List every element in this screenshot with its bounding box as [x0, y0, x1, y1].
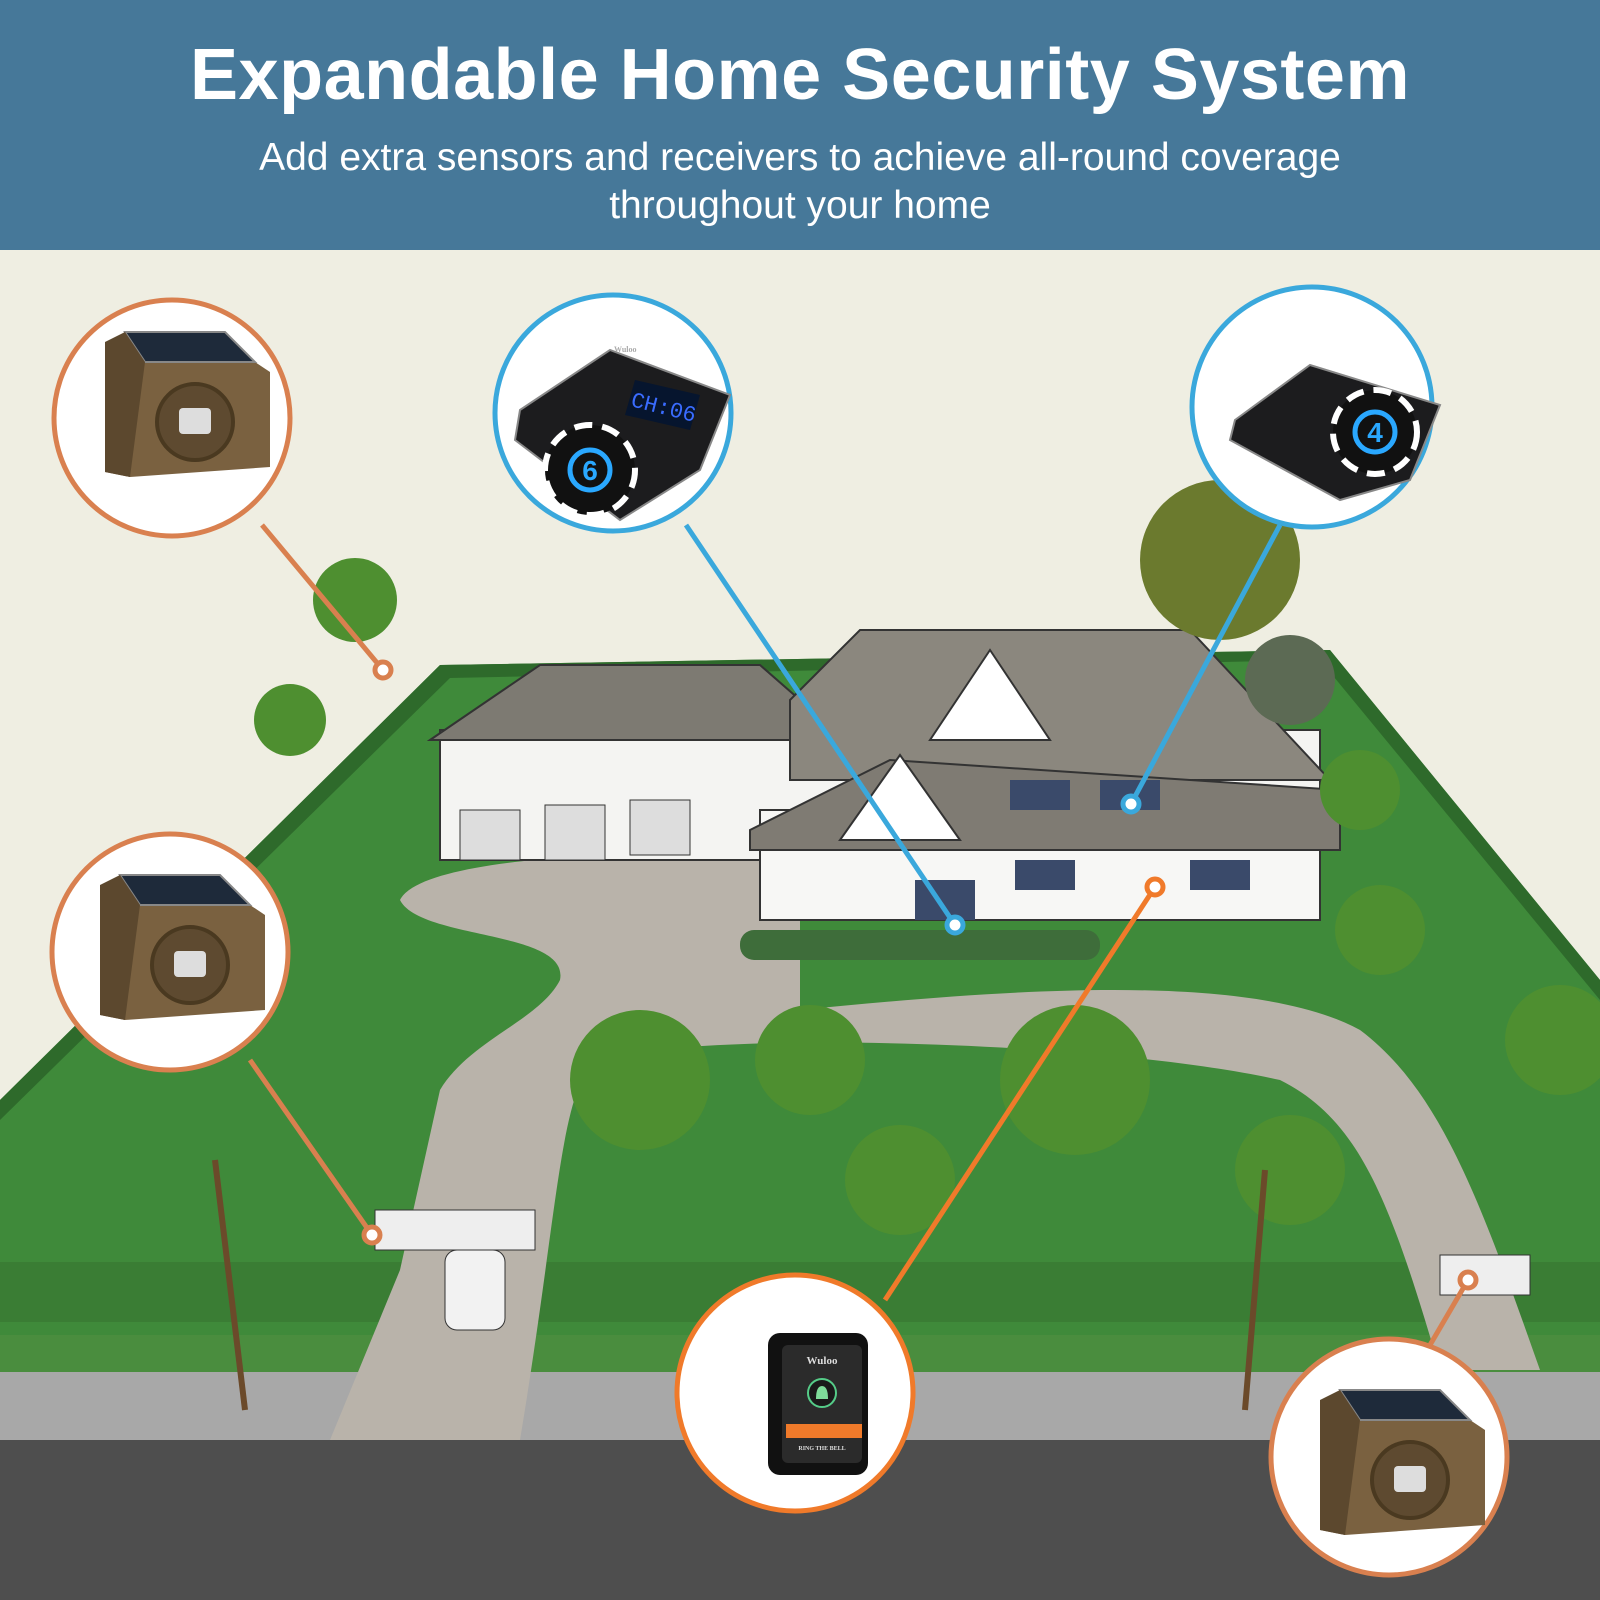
trees [254, 480, 1600, 1235]
connector-sensor-top-left [260, 523, 385, 672]
channel-badge-number: 6 [582, 455, 598, 486]
callout-receiver-right: 4 [1189, 284, 1442, 530]
connector-receiver-right [1128, 523, 1283, 806]
sensor-brand: Wuloo [187, 485, 224, 500]
house [426, 629, 1341, 960]
callout-sensor-mid-left: Wuloo [49, 831, 291, 1073]
side-gate [1439, 1254, 1531, 1296]
main-gate [374, 1209, 536, 1251]
callout-doorbell: Wuloo RING THE BELL [674, 1272, 916, 1514]
channel-badge-number: 4 [1367, 417, 1383, 448]
doorbell-label: RING THE BELL [798, 1446, 845, 1452]
utility-pole [212, 1159, 248, 1411]
driveway [330, 850, 1540, 1440]
doorbell-brand: Wuloo [807, 1355, 838, 1367]
car [444, 1249, 506, 1331]
location-markers [361, 659, 1479, 1291]
utility-pole [1242, 1169, 1268, 1411]
motion-sensor-icon [98, 873, 267, 1022]
connector-sensor-bottom-right [1427, 1278, 1471, 1347]
channel-badge [1330, 387, 1420, 477]
channel-badge [542, 422, 638, 518]
page-title: Expandable Home Security System [190, 35, 1410, 115]
connector-receiver-left [683, 523, 958, 927]
motion-sensor-icon [103, 330, 272, 479]
connector-sensor-mid-left [247, 1058, 375, 1237]
header-banner: Expandable Home Security System Add extr… [0, 0, 1600, 250]
property-illustration: Wuloo Wuloo Wuloo CH:06 Wuloo 6 4 [0, 284, 1600, 1600]
callout-sensor-bottom-right: Wuloo [1268, 1336, 1510, 1578]
callout-sensor-top-left: Wuloo [51, 297, 293, 539]
sensor-brand: Wuloo [1419, 1535, 1456, 1550]
callout-receiver-left: CH:06 Wuloo 6 [492, 292, 734, 534]
connector-doorbell [882, 885, 1158, 1302]
page-subtitle: Add extra sensors and receivers to achie… [259, 136, 1341, 227]
sensor-brand: Wuloo [175, 1034, 212, 1049]
receiver-brand: Wuloo [614, 345, 637, 354]
motion-sensor-icon [1318, 1388, 1487, 1537]
